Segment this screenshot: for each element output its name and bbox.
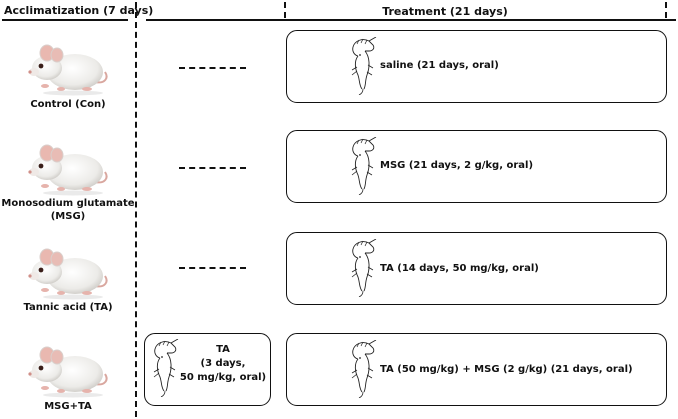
pretreatment-line: (3 days, — [200, 358, 246, 369]
treatment-text-ta: TA (14 days, 50 mg/kg, oral) — [380, 263, 539, 274]
treatment-bracket-left — [284, 2, 286, 18]
treatment-box-msg: MSG (21 days, 2 g/kg, oral) — [286, 130, 667, 203]
no-pretreatment-dash-msg — [179, 167, 246, 169]
oral-gavage-icon — [349, 340, 377, 398]
mouse-image-control — [25, 38, 111, 96]
group-label-control: Control (Con) — [0, 98, 136, 111]
group-label-line: MSG+TA — [44, 401, 92, 412]
treatment-bracket-right — [665, 2, 667, 18]
treatment-text-msg: MSG (21 days, 2 g/kg, oral) — [380, 160, 534, 171]
oral-gavage-icon — [349, 37, 377, 95]
mouse-image-ta — [25, 242, 111, 300]
pretreatment-line: TA — [216, 344, 230, 355]
acclimatization-rule — [2, 19, 128, 21]
acclimatization-header: Acclimatization (7 days) — [4, 4, 154, 17]
group-label-line: (MSG) — [50, 211, 86, 222]
group-label-line: Control (Con) — [30, 99, 106, 110]
treatment-box-control: saline (21 days, oral) — [286, 30, 667, 103]
group-label-msg: Monosodium glutamate (MSG) — [0, 197, 136, 223]
oral-gavage-icon — [349, 239, 377, 297]
group-label-line: Tannic acid (TA) — [23, 302, 113, 313]
pretreatment-box-msg-ta: TA (3 days, 50 mg/kg, oral) — [144, 333, 271, 406]
pretreatment-line: 50 mg/kg, oral) — [179, 372, 267, 383]
group-label-ta: Tannic acid (TA) — [0, 301, 136, 314]
oral-gavage-icon — [349, 137, 377, 195]
treatment-text-control: saline (21 days, oral) — [380, 60, 499, 71]
phase-separator — [135, 2, 137, 417]
no-pretreatment-dash-control — [179, 67, 246, 69]
mouse-image-msg-ta — [25, 340, 111, 398]
pretreatment-text: TA (3 days, 50 mg/kg, oral) — [175, 343, 271, 385]
treatment-rule — [146, 19, 676, 21]
treatment-box-msg-ta: TA (50 mg/kg) + MSG (2 g/kg) (21 days, o… — [286, 333, 667, 406]
group-label-line: Monosodium glutamate — [1, 198, 135, 209]
group-label-msg-ta: MSG+TA — [0, 400, 136, 413]
treatment-header: Treatment (21 days) — [382, 5, 508, 18]
treatment-box-ta: TA (14 days, 50 mg/kg, oral) — [286, 232, 667, 305]
treatment-text-msg-ta: TA (50 mg/kg) + MSG (2 g/kg) (21 days, o… — [380, 364, 633, 375]
no-pretreatment-dash-ta — [179, 267, 246, 269]
mouse-image-msg — [25, 138, 111, 196]
